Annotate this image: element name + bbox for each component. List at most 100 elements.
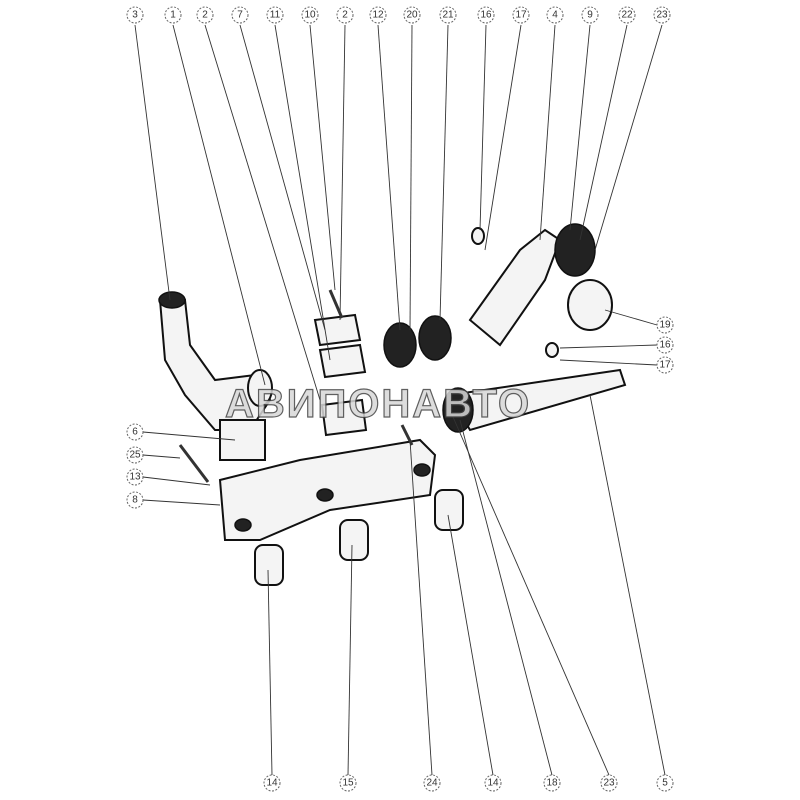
- callout-22: 22: [618, 6, 636, 24]
- clamp: [442, 387, 474, 433]
- callout-circle: [484, 774, 502, 792]
- callout-circle: [266, 6, 284, 24]
- callout-number: 7: [237, 10, 243, 21]
- callout-number: 6: [132, 427, 138, 438]
- leader-line: [142, 499, 221, 506]
- plug: [471, 227, 485, 245]
- leader-line: [569, 24, 591, 231]
- callout-circle: [126, 6, 144, 24]
- callout-circle: [439, 6, 457, 24]
- callout-number: 17: [659, 360, 671, 371]
- flange-gasket: [254, 544, 284, 586]
- callout-number: 13: [129, 472, 141, 483]
- callout-24: 24: [423, 774, 441, 792]
- leader-line: [484, 24, 522, 251]
- callout-18: 18: [543, 774, 561, 792]
- callout-circle: [196, 6, 214, 24]
- callout-number: 3: [132, 10, 138, 21]
- exhaust-pipe-upper: [468, 228, 562, 347]
- callout-circle: [339, 774, 357, 792]
- callout-9: 9: [581, 6, 599, 24]
- callout-1: 1: [164, 6, 182, 24]
- callout-number: 18: [546, 778, 558, 789]
- manifold-port: [234, 518, 252, 532]
- leader-line: [172, 24, 266, 386]
- leader-line: [579, 24, 628, 241]
- clamp: [554, 223, 596, 277]
- callout-circle: [581, 6, 599, 24]
- callout-circle: [301, 6, 319, 24]
- callout-circle: [126, 446, 144, 464]
- callout-number: 14: [266, 778, 278, 789]
- callout-13: 13: [126, 468, 144, 486]
- callout-number: 5: [662, 778, 668, 789]
- callout-number: 25: [129, 450, 141, 461]
- callout-circle: [477, 6, 495, 24]
- callout-number: 9: [587, 10, 593, 21]
- callout-number: 11: [270, 10, 281, 21]
- callout-12: 12: [369, 6, 387, 24]
- callout-circle: [164, 6, 182, 24]
- callout-circle: [618, 6, 636, 24]
- leader-line: [134, 24, 171, 301]
- flange-gasket: [434, 489, 464, 531]
- leader-line: [204, 24, 321, 401]
- callout-circle: [423, 774, 441, 792]
- callout-circle: [656, 774, 674, 792]
- leader-line: [539, 24, 556, 241]
- elbow-flange: [247, 369, 273, 407]
- callout-number: 10: [304, 10, 316, 21]
- callout-3: 3: [126, 6, 144, 24]
- callout-5: 5: [656, 774, 674, 792]
- callout-number: 8: [132, 495, 138, 506]
- clamp: [418, 315, 452, 361]
- leader-line: [449, 409, 610, 776]
- callout-circle: [656, 316, 674, 334]
- leader-line: [347, 544, 353, 776]
- leader-line: [479, 24, 487, 231]
- leader-line: [377, 24, 401, 331]
- callout-15: 15: [339, 774, 357, 792]
- callout-circle: [656, 356, 674, 374]
- callout-number: 4: [552, 10, 558, 21]
- callout-2: 2: [336, 6, 354, 24]
- callout-number: 24: [426, 778, 438, 789]
- callout-circle: [126, 423, 144, 441]
- leader-line: [274, 24, 331, 361]
- elbow-pipe-opening: [158, 291, 186, 309]
- callout-number: 16: [659, 340, 671, 351]
- callout-circle: [512, 6, 530, 24]
- callout-21: 21: [439, 6, 457, 24]
- callout-number: 2: [342, 10, 348, 21]
- callout-circle: [403, 6, 421, 24]
- gasket: [318, 343, 367, 379]
- callout-number: 17: [515, 10, 527, 21]
- leader-line: [309, 24, 336, 291]
- callout-number: 23: [656, 10, 668, 21]
- callout-circle: [543, 774, 561, 792]
- leader-line: [559, 359, 658, 366]
- callout-circle: [546, 6, 564, 24]
- callout-23: 23: [600, 774, 618, 792]
- callout-11: 11: [266, 6, 284, 24]
- sleeve: [567, 279, 613, 331]
- clamp: [383, 322, 417, 368]
- callout-circle: [336, 6, 354, 24]
- flange-gasket: [339, 519, 369, 561]
- callout-number: 23: [603, 778, 615, 789]
- callout-number: 19: [659, 320, 671, 331]
- stud: [178, 444, 210, 483]
- callout-25: 25: [126, 446, 144, 464]
- leader-line: [594, 24, 663, 251]
- callout-19: 19: [656, 316, 674, 334]
- callout-2: 2: [196, 6, 214, 24]
- callout-17: 17: [512, 6, 530, 24]
- leader-line: [142, 476, 211, 486]
- leader-line: [439, 24, 449, 321]
- leader-line: [409, 439, 433, 776]
- callout-8: 8: [126, 491, 144, 509]
- leader-line: [589, 394, 666, 776]
- elbow-bracket: [219, 419, 266, 461]
- leader-line: [339, 24, 346, 321]
